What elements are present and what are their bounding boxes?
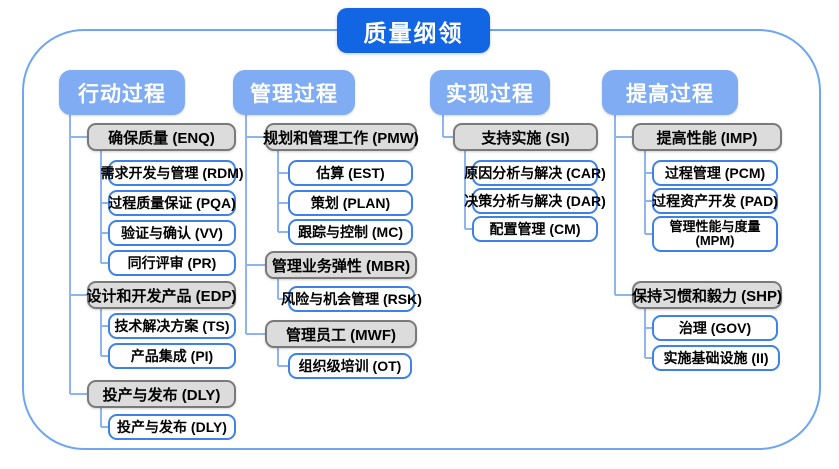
item-box-mc: 跟踪与控制 (MC) xyxy=(288,219,413,245)
item-box-dly: 投产与发布 (DLY) xyxy=(108,414,236,440)
item-box-mpm: 管理性能与度量 (MPM) xyxy=(652,216,778,252)
group-box-imp: 提高性能 (IMP) xyxy=(632,123,782,151)
item-box-rdm: 需求开发与管理 (RDM) xyxy=(100,160,244,186)
group-box-mwf: 管理员工 (MWF) xyxy=(265,320,417,348)
item-box-gov: 治理 (GOV) xyxy=(652,315,778,341)
item-box-vv: 验证与确认 (VV) xyxy=(108,220,236,246)
column-header-management-process: 管理过程 xyxy=(233,70,355,115)
group-box-mbr: 管理业务弹性 (MBR) xyxy=(265,251,417,279)
group-box-shp: 保持习惯和毅力 (SHP) xyxy=(632,281,782,309)
item-box-cm: 配置管理 (CM) xyxy=(472,216,598,242)
group-box-si: 支持实施 (SI) xyxy=(453,123,598,151)
item-box-pcm: 过程管理 (PCM) xyxy=(652,160,778,186)
item-box-car: 原因分析与解决 (CAR) xyxy=(464,160,606,186)
item-box-ts: 技术解决方案 (TS) xyxy=(108,313,236,339)
column-header-improvement-process: 提高过程 xyxy=(602,70,738,115)
item-box-rsk: 风险与机会管理 (RSK) xyxy=(281,286,422,312)
group-box-edp: 设计和开发产品 (EDP) xyxy=(87,281,237,309)
column-header-action-process: 行动过程 xyxy=(59,70,185,115)
item-box-plan: 策划 (PLAN) xyxy=(288,190,413,216)
item-box-dar: 决策分析与解决 (DAR) xyxy=(464,188,606,214)
item-box-est: 估算 (EST) xyxy=(288,160,413,186)
item-box-pad: 过程资产开发 (PAD) xyxy=(652,188,778,214)
diagram-title: 质量纲领 xyxy=(337,8,490,53)
item-box-pr: 同行评审 (PR) xyxy=(108,250,236,276)
item-box-ii: 实施基础设施 (II) xyxy=(652,345,780,371)
item-box-pqa: 过程质量保证 (PQA) xyxy=(108,190,236,216)
column-header-realization-process: 实现过程 xyxy=(430,70,550,115)
group-box-enq: 确保质量 (ENQ) xyxy=(87,123,236,151)
item-box-pi: 产品集成 (PI) xyxy=(108,343,236,369)
group-box-pmw: 规划和管理工作 (PMW) xyxy=(263,123,419,151)
group-box-dly: 投产与发布 (DLY) xyxy=(87,380,236,408)
item-box-ot: 组织级培训 (OT) xyxy=(288,353,412,379)
